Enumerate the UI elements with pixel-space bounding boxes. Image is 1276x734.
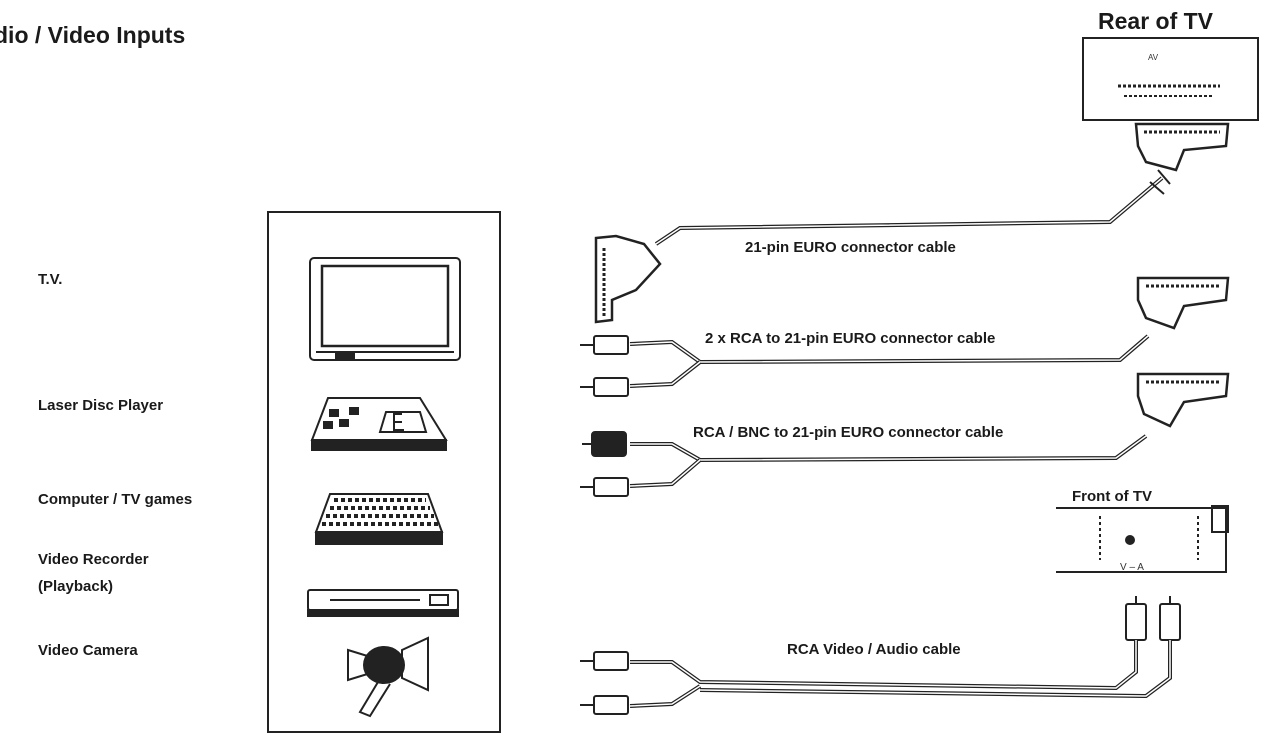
laser-disc-player-icon xyxy=(310,397,448,451)
rca-av-cable xyxy=(580,596,1181,715)
rca-to-euro-cable xyxy=(580,276,1230,397)
source-label-computer: Computer / TV games xyxy=(38,491,193,508)
video-camera-icon xyxy=(347,636,429,718)
front-tv-panel xyxy=(1056,505,1229,573)
rca-bnc-to-euro-cable xyxy=(580,372,1230,497)
front-of-tv-label: Front of TV xyxy=(1072,488,1152,505)
source-label-video-camera: Video Camera xyxy=(38,642,138,659)
computer-keyboard-icon xyxy=(314,493,444,545)
source-label-playback: (Playback) xyxy=(38,578,114,595)
cable-label-euro: 21-pin EURO connector cable xyxy=(745,239,956,256)
source-label-tv: T.V. xyxy=(38,271,63,288)
euro-cable xyxy=(594,169,1171,324)
front-panel-mark: V – A xyxy=(1120,562,1144,573)
source-devices-box xyxy=(267,211,501,733)
tv-icon xyxy=(309,257,461,361)
cable-label-2rca-euro: 2 x RCA to 21-pin EURO connector cable xyxy=(705,330,996,347)
video-recorder-icon xyxy=(307,589,459,617)
source-label-video-recorder: Video Recorder xyxy=(38,551,149,568)
rear-panel-mark: AV xyxy=(1148,53,1159,62)
rear-of-tv-label: Rear of TV xyxy=(1098,8,1214,34)
source-label-laser-disc: Laser Disc Player xyxy=(38,397,164,414)
page-title: dio / Video Inputs xyxy=(0,22,186,48)
cable-label-rca-av: RCA Video / Audio cable xyxy=(787,641,961,658)
cable-label-rca-bnc-euro: RCA / BNC to 21-pin EURO connector cable xyxy=(693,424,1004,441)
rear-tv-panel xyxy=(1082,37,1259,172)
